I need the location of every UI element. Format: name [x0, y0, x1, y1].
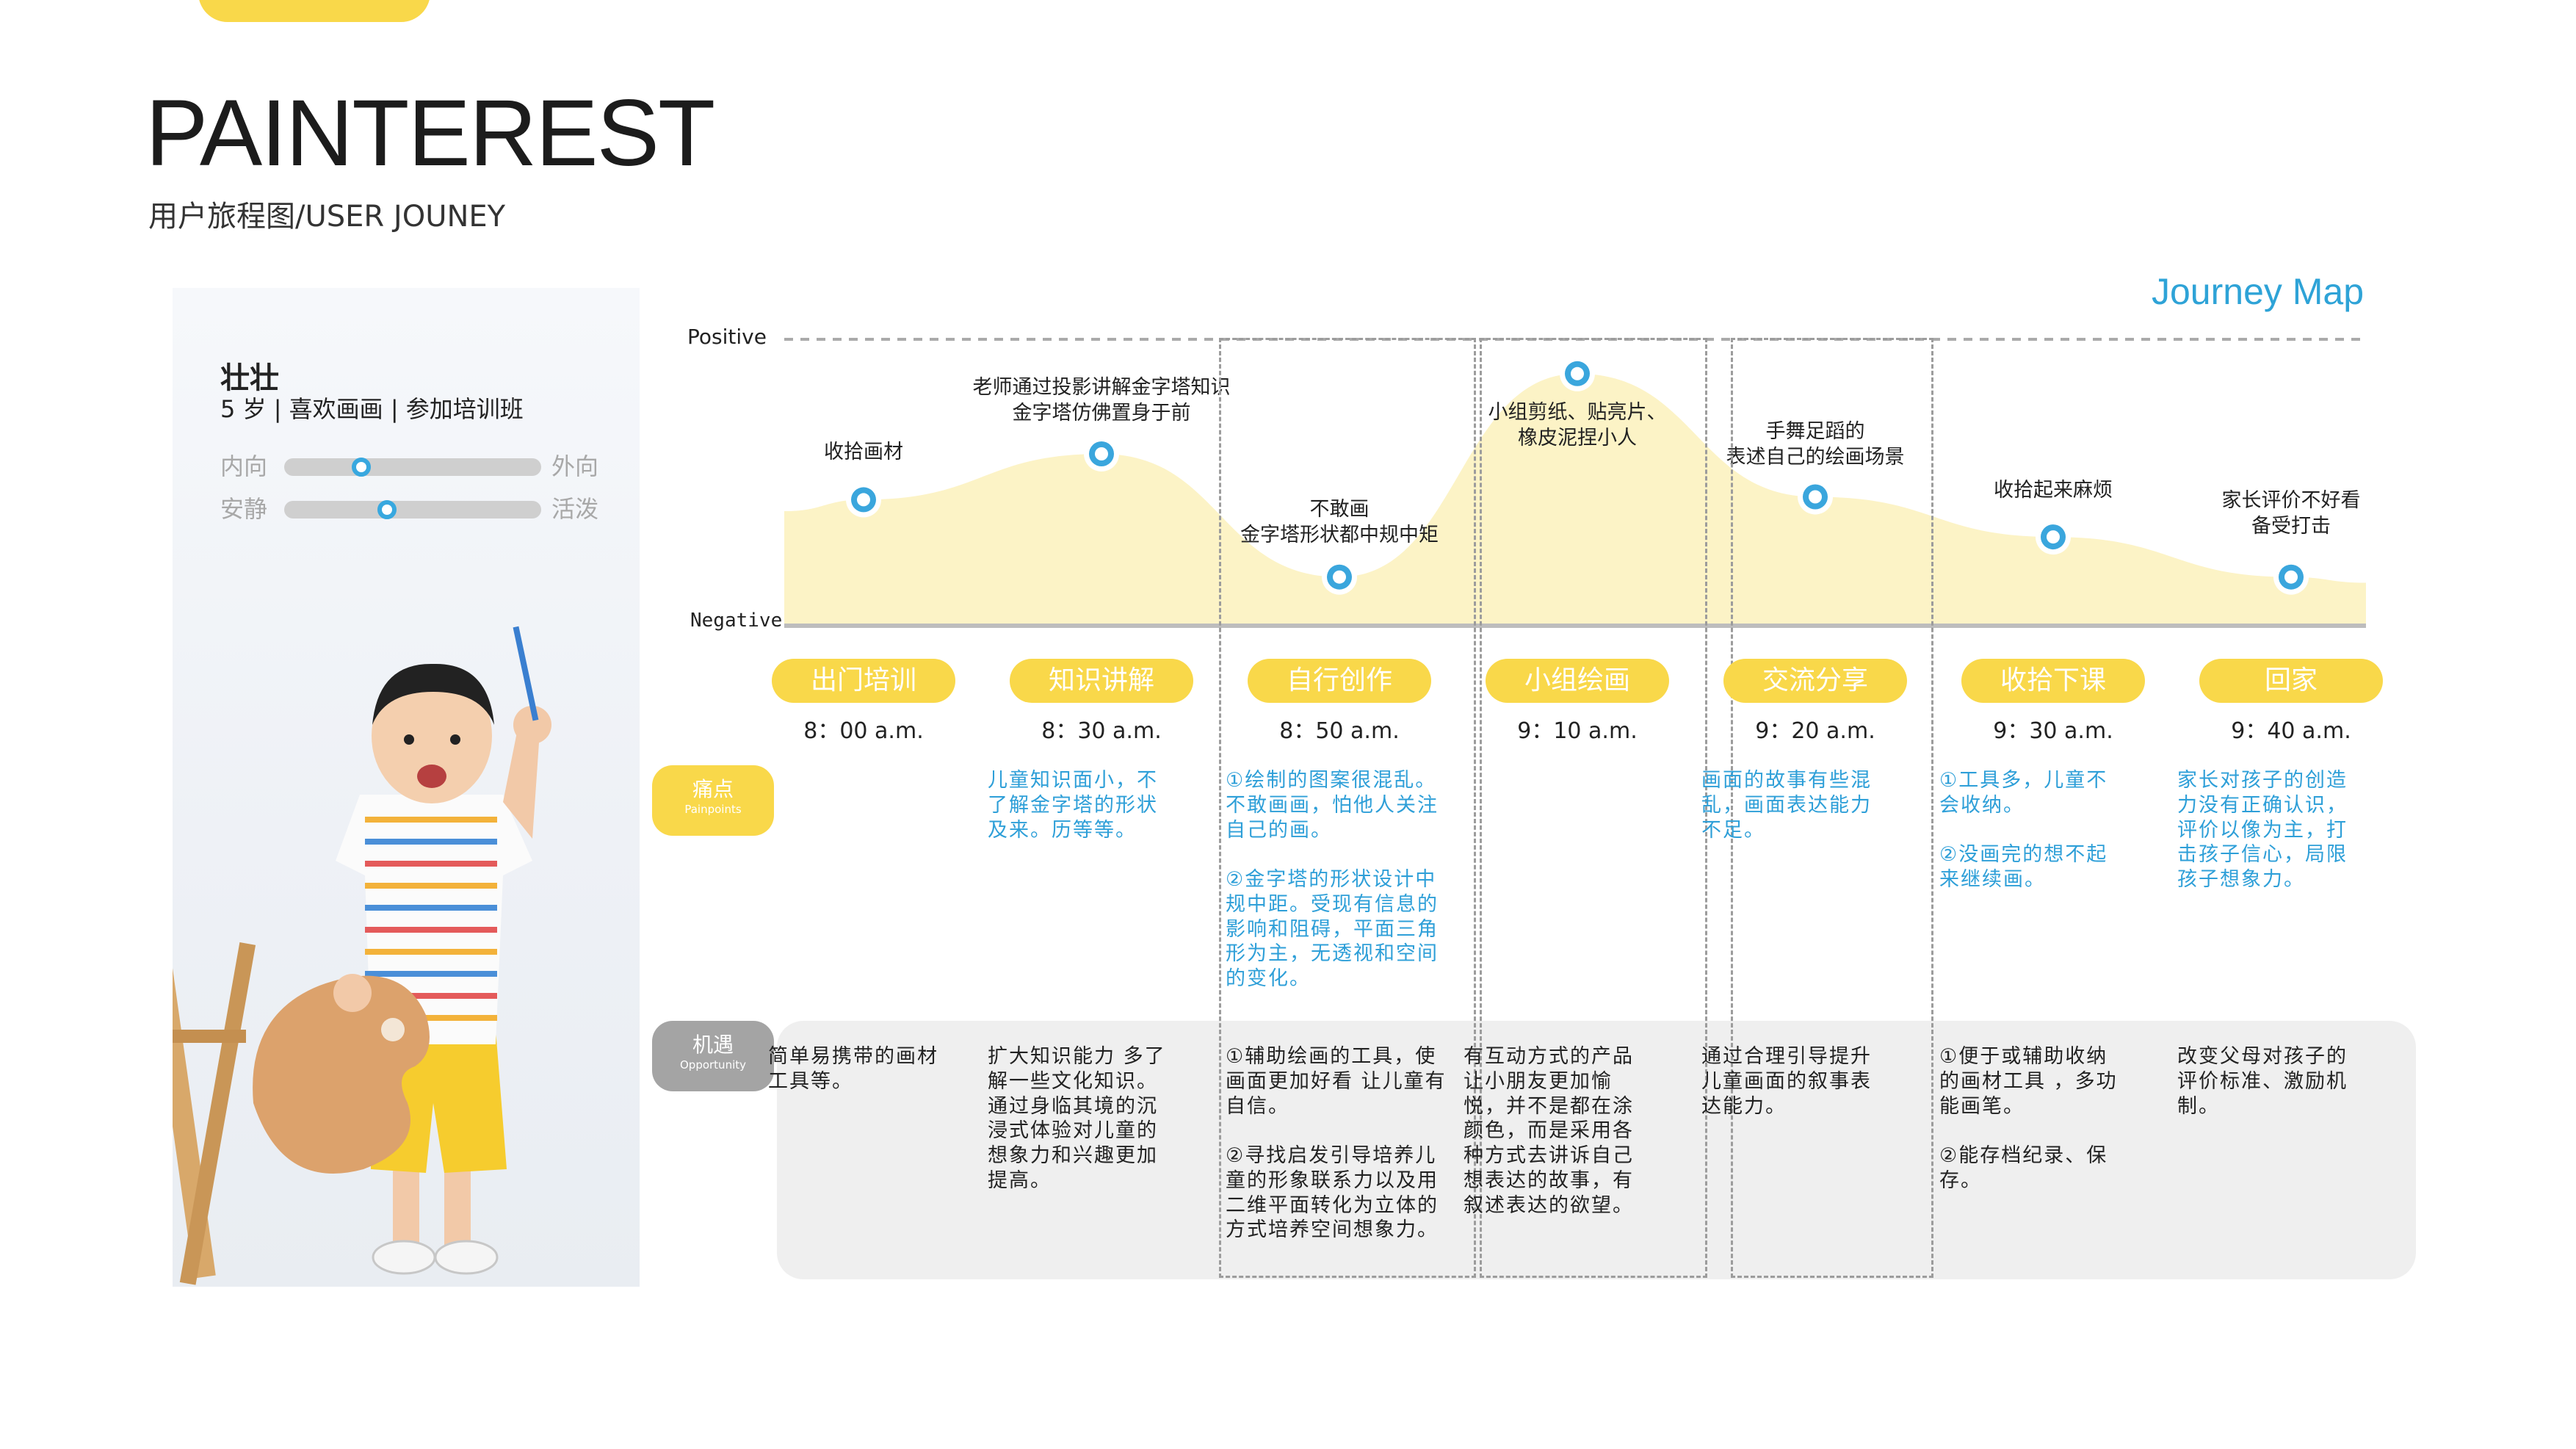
stage-pill: 出门培训	[772, 659, 955, 703]
highlight-box-creation	[1219, 338, 1476, 1278]
stage-pill: 交流分享	[1723, 659, 1907, 703]
stage-time: 9：10 a.m.	[1517, 718, 1638, 744]
easel	[173, 926, 256, 1285]
painpoint-text: ①绘制的图案很混乱。不敢画画，怕他人关注自己的画。 ②金字塔的形状设计中规中距。…	[1226, 769, 1439, 990]
event-label: 不敢画 金字塔形状都中规中矩	[1240, 498, 1439, 547]
opportunity-title: 机遇	[692, 1033, 734, 1057]
palette	[253, 975, 430, 1174]
trait-2-left: 安静	[220, 495, 268, 523]
event-label: 手舞足蹈的 表述自己的绘画场景	[1726, 420, 1905, 469]
event-label: 家长评价不好看 备受打击	[2221, 489, 2361, 538]
stage-pill: 自行创作	[1248, 659, 1431, 703]
event-label: 收拾画材	[824, 441, 903, 463]
painpoints-row-pill: 痛点 Painpoints	[652, 765, 774, 836]
emotion-point-core-0	[857, 493, 870, 507]
emotion-point-core-3	[1571, 366, 1584, 380]
trait-2-right: 活泼	[551, 495, 599, 523]
stage-time: 9：40 a.m.	[2231, 718, 2351, 744]
event-label: 收拾起来麻烦	[1994, 479, 2113, 502]
emotion-area	[784, 373, 2366, 626]
stage-time: 8：30 a.m.	[1041, 718, 1162, 744]
persona-card: 壮壮 5 岁 | 喜欢画画 | 参加培训班 内向 外向 安静 活泼	[173, 288, 640, 1287]
stage-pill: 小组绘画	[1486, 659, 1669, 703]
trait-2-track	[284, 501, 541, 518]
emotion-point-core-6	[2284, 570, 2298, 584]
trait-1-track	[284, 458, 541, 476]
stage-time: 8：00 a.m.	[803, 718, 924, 744]
opportunity-text: 通过合理引导提升儿童画面的叙事表达能力。	[1701, 1045, 1872, 1118]
opportunity-subtitle: Opportunity	[679, 1058, 746, 1072]
event-label: 老师通过投影讲解金字塔知识 金字塔仿佛置身于前	[972, 376, 1231, 425]
opportunity-row-background	[777, 1021, 2416, 1279]
painpoint-text: 儿童知识面小，不了解金字塔的形状及来。历等等。	[988, 769, 1158, 842]
positive-label: Positive	[687, 325, 767, 349]
trait-1-right: 外向	[551, 452, 599, 480]
event-label: 小组剪纸、贴亮片、 橡皮泥捏小人	[1488, 401, 1667, 450]
highlight-box-share	[1731, 338, 1933, 1278]
trait-1-knob	[352, 458, 371, 477]
brand-title: PAINTEREST	[145, 81, 715, 186]
persona-info: 5 岁 | 喜欢画画 | 参加培训班	[220, 395, 524, 423]
emotion-points	[846, 355, 2309, 595]
stage-time: 9：20 a.m.	[1755, 718, 1875, 744]
child-painter-illustration	[173, 626, 551, 1285]
negative-label: Negative	[690, 610, 783, 632]
opportunity-text: 改变父母对孩子的评价标准、激励机制。	[2177, 1045, 2348, 1118]
stage-pill: 知识讲解	[1010, 659, 1193, 703]
stage-time: 8：50 a.m.	[1279, 718, 1400, 744]
opportunity-text: 简单易携带的画材工具等。	[768, 1045, 938, 1093]
painpoint-text: ①工具多，儿童不会收纳。 ②没画完的想不起来继续画。	[1939, 769, 2108, 891]
trait-2-knob	[377, 500, 397, 519]
opportunity-row-pill: 机遇 Opportunity	[652, 1021, 774, 1091]
opportunity-text: 扩大知识能力 多了解一些文化知识。通过身临其境的沉浸式体验对儿童的想象力和兴趣更…	[988, 1045, 1166, 1192]
page-subtitle: 用户旅程图/USER JOUNEY	[148, 200, 506, 234]
emotion-chart	[784, 338, 2366, 628]
emotion-point-core-1	[1095, 447, 1108, 460]
journey-map-title: Journey Map	[2152, 271, 2365, 312]
painpoints-subtitle: Painpoints	[684, 802, 742, 816]
opportunity-text: ①便于或辅助收纳的画材工具 ，多功能画笔。 ②能存档纪录、保存。	[1939, 1045, 2118, 1192]
emotion-point-core-2	[1333, 570, 1346, 584]
stage-pill: 收拾下课	[1961, 659, 2145, 703]
emotion-point-core-5	[2047, 530, 2060, 544]
stage-time: 9：30 a.m.	[1993, 718, 2113, 744]
highlight-box-group	[1480, 338, 1707, 1278]
emotion-point-core-4	[1809, 490, 1822, 504]
stage-pill: 回家	[2199, 659, 2383, 703]
top-accent-pill	[198, 0, 430, 22]
painpoint-text: 家长对孩子的创造力没有正确认识，评价以像为主，打击孩子信心，局限孩子想象力。	[2177, 769, 2348, 891]
opportunity-text: 有互动方式的产品让小朋友更加愉悦，并不是都在涂颜色，而是采用各种方式去讲诉自己想…	[1464, 1045, 1634, 1217]
opportunity-text: ①辅助绘画的工具，使画面更加好看 让儿童有自信。 ②寻找启发引导培养儿童的形象联…	[1226, 1045, 1447, 1242]
painpoints-title: 痛点	[692, 777, 734, 801]
persona-name: 壮壮	[220, 361, 279, 395]
trait-1-left: 内向	[220, 452, 268, 480]
painpoint-text: 画面的故事有些混乱，画面表达能力不足。	[1701, 769, 1872, 842]
